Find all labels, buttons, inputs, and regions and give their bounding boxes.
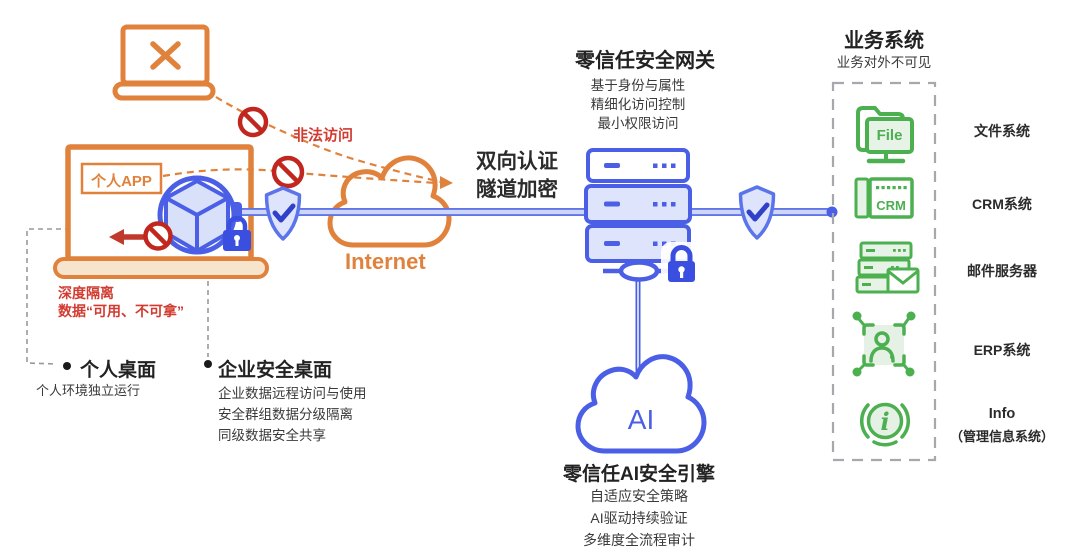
system-label-crm: CRM系统 <box>972 196 1032 212</box>
erp-icon <box>852 311 916 377</box>
file-system-icon <box>856 106 914 164</box>
isolation-title: 深度隔离 <box>58 285 114 301</box>
gateway-feature: 基于身份与属性 <box>590 78 686 93</box>
gateway-feature: 精细化访问控制 <box>590 97 686 112</box>
ai-cloud-icon <box>575 354 707 454</box>
gateway-title: 零信任安全网关 <box>575 50 715 72</box>
enterprise-desktop-title: 企业安全桌面 <box>218 360 333 381</box>
system-label-erp: ERP系统 <box>973 342 1031 358</box>
shield-check-icon-left <box>264 186 302 241</box>
tunnel-encrypt-label: 隧道加密 <box>476 178 558 201</box>
prohibition-icon <box>237 106 269 138</box>
info-icon <box>860 402 910 447</box>
internet-cloud-icon <box>327 155 452 248</box>
gateway-feature: 最小权限访问 <box>597 116 679 131</box>
ai-engine-feature: AI驱动持续验证 <box>590 510 688 526</box>
enterprise-desktop-feature: 同级数据安全共享 <box>218 428 326 443</box>
business-systems-box <box>831 81 937 462</box>
business-systems-title: 业务系统 <box>844 30 924 52</box>
ai-cloud-label: AI <box>627 404 655 435</box>
prohibition-icon <box>271 155 305 189</box>
crm-icon <box>854 177 914 219</box>
system-label-file: 文件系统 <box>974 123 1030 139</box>
shield-check-icon-right <box>738 185 776 240</box>
file-icon-text: File <box>876 127 903 144</box>
data-lock-icon <box>223 215 251 251</box>
ai-engine-feature: 自适应安全策略 <box>590 488 688 504</box>
blocked-laptop-icon <box>112 24 216 101</box>
sandbox-cube-icon <box>157 175 242 255</box>
crm-icon-text: CRM <box>876 198 906 213</box>
mail-server-icon <box>855 241 920 294</box>
tunnel-endpoint-dot <box>826 206 838 218</box>
ai-engine-feature: 多维度全流程审计 <box>583 532 695 548</box>
x-mark-icon <box>150 41 181 70</box>
info-icon-text: i <box>880 407 890 436</box>
personal-desktop-desc: 个人环境独立运行 <box>36 383 141 398</box>
enterprise-desktop-bullet <box>204 360 212 368</box>
enterprise-desktop-feature: 安全群组数据分级隔离 <box>218 407 353 422</box>
system-label-info-sub: （管理信息系统） <box>949 429 1054 444</box>
network-node-icon <box>618 260 660 282</box>
tunnel-auth-label: 双向认证 <box>476 150 558 173</box>
ai-engine-title: 零信任AI安全引擎 <box>562 464 715 485</box>
personal-desktop-connector <box>26 228 88 365</box>
personal-desktop-title: 个人桌面 <box>80 360 157 381</box>
enterprise-desktop-feature: 企业数据远程访问与使用 <box>218 386 367 401</box>
isolation-desc: 数据“可用、不可拿” <box>58 303 184 319</box>
personal-desktop-bullet <box>63 362 71 370</box>
personal-app-box <box>80 162 163 195</box>
system-label-mail: 邮件服务器 <box>967 263 1037 279</box>
prohibition-icon <box>143 221 173 251</box>
business-systems-subtitle: 业务对外不可见 <box>836 55 932 70</box>
illegal-access-arrowhead <box>440 176 453 189</box>
gateway-lock-icon <box>661 242 703 288</box>
system-label-info: Info <box>988 406 1016 422</box>
personal-app-label: 个人APP <box>91 173 152 190</box>
illegal-access-label: 非法访问 <box>293 127 354 144</box>
internet-label: Internet <box>345 249 426 274</box>
